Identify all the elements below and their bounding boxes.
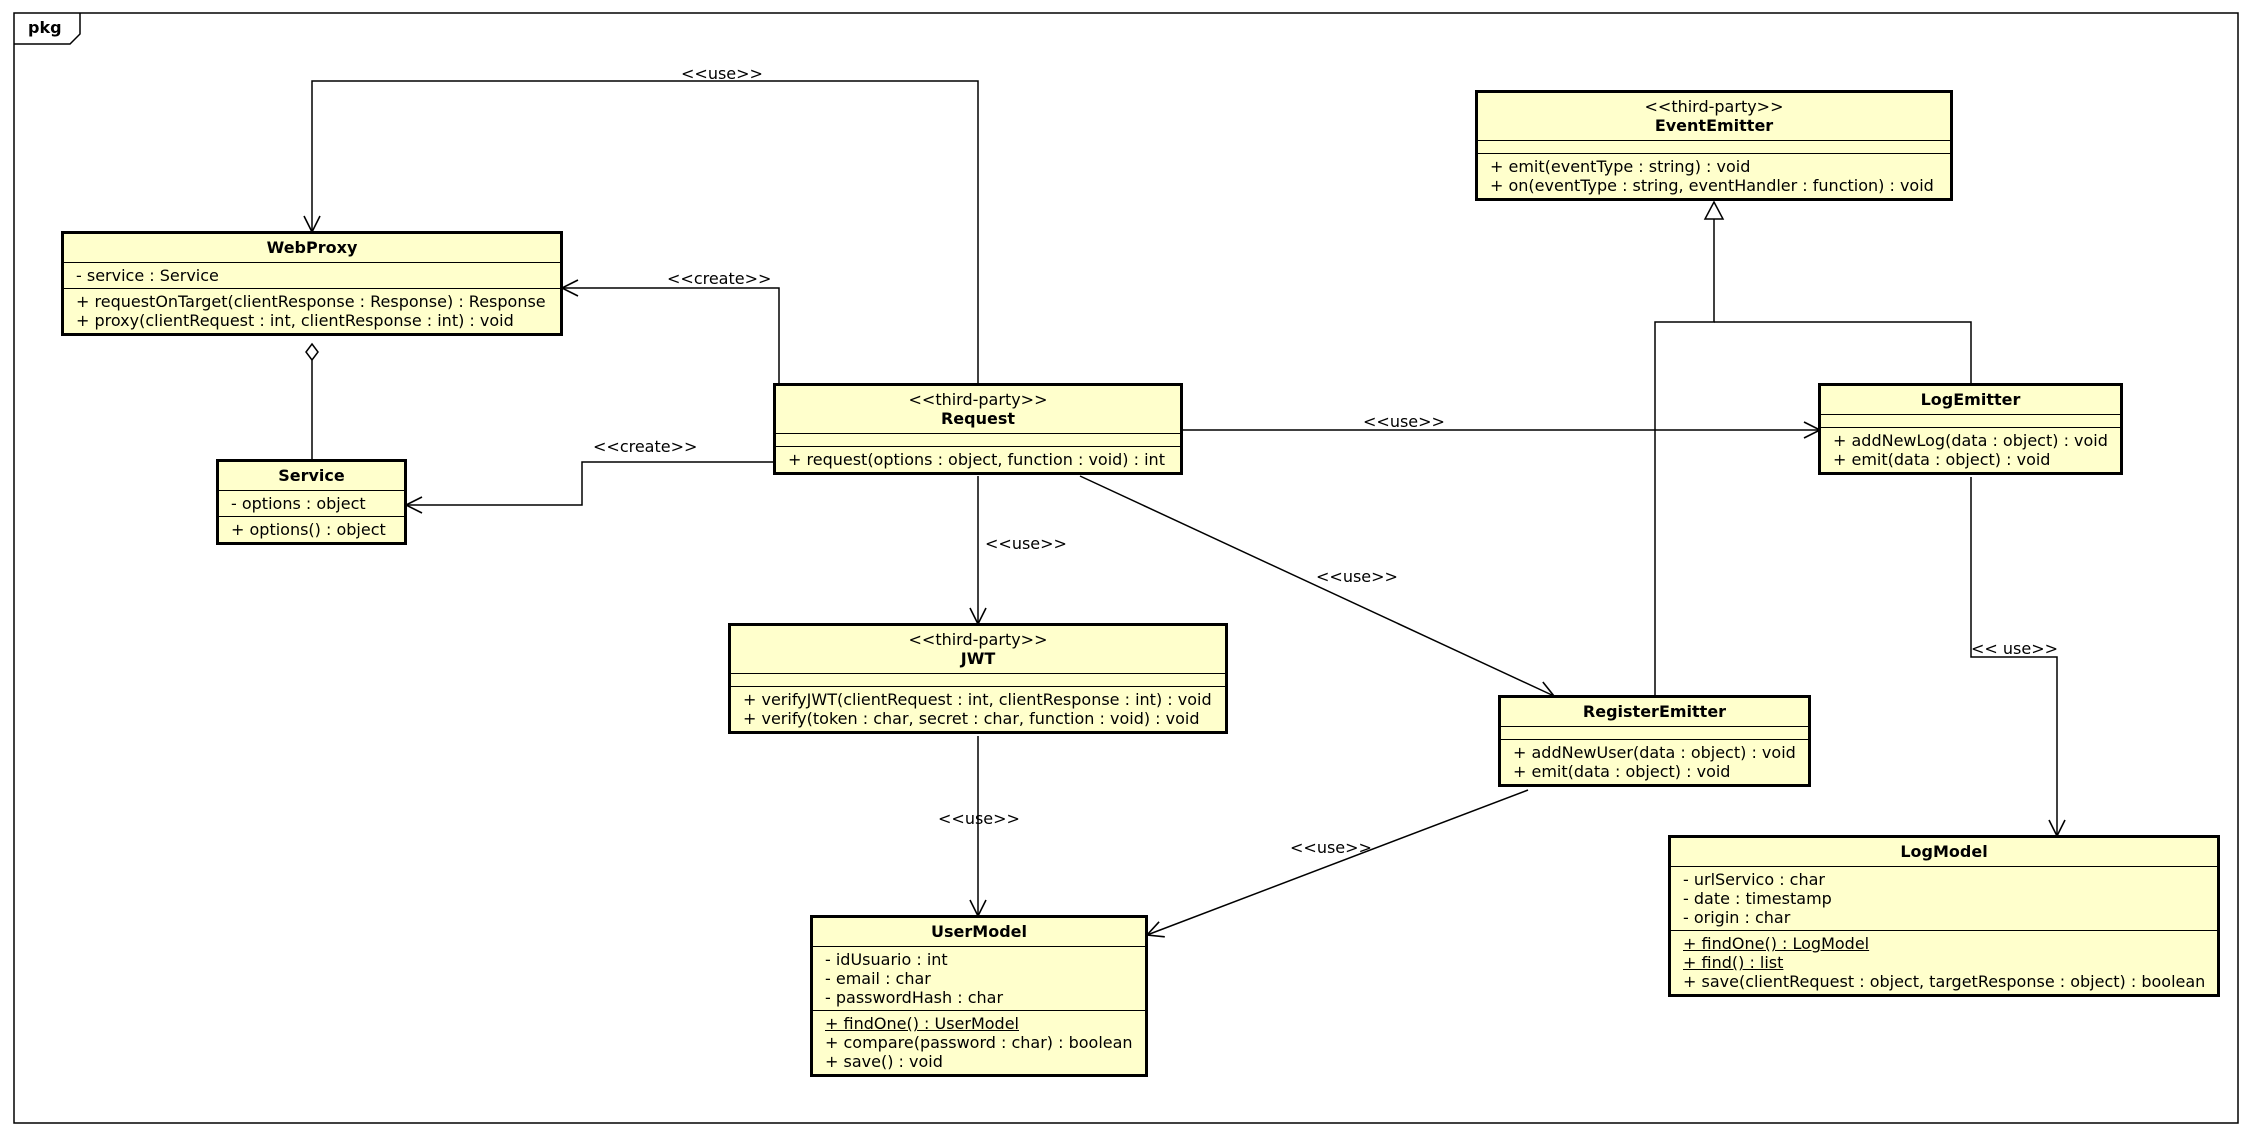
- class-name: JWT: [960, 649, 996, 668]
- class-attributes: [1501, 726, 1808, 739]
- class-operations: + emit(eventType : string) : void+ on(ev…: [1478, 153, 1950, 198]
- relation-label: << use>>: [1971, 639, 2058, 658]
- class-attribute: - urlServico : char: [1683, 870, 1825, 889]
- class-operation: + options() : object: [231, 520, 386, 539]
- relation-label: <<create>>: [667, 269, 771, 288]
- class-header: <<third-party>>EventEmitter: [1478, 93, 1950, 140]
- relation-logemitter-logmodel-use: [1970, 477, 2066, 838]
- package-label: pkg: [28, 18, 62, 37]
- class-attributes: - service : Service: [64, 262, 560, 288]
- package-frame: [13, 12, 2239, 1124]
- class-operation: + on(eventType : string, eventHandler : …: [1490, 176, 1934, 195]
- class-operation: + emit(data : object) : void: [1833, 450, 2051, 469]
- class-stereotype: <<third-party>>: [908, 390, 1048, 409]
- class-registeremitter: RegisterEmitter + addNewUser(data : objec…: [1498, 695, 1811, 787]
- class-operations: + options() : object: [219, 516, 404, 542]
- aggregation-diamond-icon: [305, 342, 319, 362]
- class-header: WebProxy: [64, 234, 560, 262]
- class-header: Service: [219, 462, 404, 490]
- class-stereotype: <<third-party>>: [1644, 97, 1784, 116]
- relation-request-registeremitter-use: [1079, 475, 1556, 698]
- class-operation: + emit(eventType : string) : void: [1490, 157, 1751, 176]
- class-attributes: [1821, 414, 2120, 427]
- class-operations: + verifyJWT(clientRequest : int, clientR…: [731, 686, 1225, 731]
- class-operation: + addNewUser(data : object) : void: [1513, 743, 1796, 762]
- class-stereotype: <<third-party>>: [908, 630, 1048, 649]
- class-name: WebProxy: [266, 238, 358, 257]
- class-request: <<third-party>>Request + request(options …: [773, 383, 1183, 475]
- class-operation: + request(options : object, function : v…: [788, 450, 1165, 469]
- class-attributes: [731, 673, 1225, 686]
- class-operation: + emit(data : object) : void: [1513, 762, 1731, 781]
- class-operation: + save(clientRequest : object, targetRes…: [1683, 972, 2206, 991]
- class-name: Service: [278, 466, 345, 485]
- relation-label: <<use>>: [985, 534, 1067, 553]
- relation-request-webproxy-create: [560, 279, 780, 384]
- class-webproxy: WebProxy - service : Service + requestOnTa…: [61, 231, 563, 336]
- class-operation: + addNewLog(data : object) : void: [1833, 431, 2108, 450]
- class-operations: + request(options : object, function : v…: [776, 446, 1180, 472]
- class-logmodel: LogModel - urlServico : char- date : time…: [1668, 835, 2220, 997]
- class-operation: + findOne() : UserModel: [825, 1014, 1019, 1033]
- package-tab: [14, 13, 81, 45]
- class-operation: + requestOnTarget(clientResponse : Respo…: [76, 292, 546, 311]
- relation-request-service-create: [404, 461, 774, 514]
- class-logemitter: LogEmitter + addNewLog(data : object) : v…: [1818, 383, 2123, 475]
- class-header: <<third-party>>Request: [776, 386, 1180, 433]
- class-service: Service - options : object + options() : o…: [216, 459, 407, 545]
- class-operations: + addNewUser(data : object) : void+ emit…: [1501, 739, 1808, 784]
- class-attributes: [1478, 140, 1950, 153]
- class-operation: + findOne() : LogModel: [1683, 934, 1870, 953]
- class-attribute: - service : Service: [76, 266, 219, 285]
- class-attributes: - urlServico : char- date : timestamp- o…: [1671, 866, 2217, 930]
- relation-label: <<use>>: [938, 809, 1020, 828]
- class-name: RegisterEmitter: [1582, 702, 1727, 721]
- relation-label: <<use>>: [1316, 567, 1398, 586]
- class-jwt: <<third-party>>JWT + verifyJWT(clientRequ…: [728, 623, 1228, 734]
- class-operation: + verifyJWT(clientRequest : int, clientR…: [743, 690, 1212, 709]
- class-header: LogModel: [1671, 838, 2217, 866]
- class-attribute: - options : object: [231, 494, 366, 513]
- class-attribute: - origin : char: [1683, 908, 1791, 927]
- class-name: LogModel: [1900, 842, 1988, 861]
- class-operation: + compare(password : char) : boolean: [825, 1033, 1133, 1052]
- relation-label: <<use>>: [681, 64, 763, 83]
- relation-label: <<create>>: [593, 437, 697, 456]
- class-usermodel: UserModel - idUsuario : int- email : char…: [810, 915, 1148, 1077]
- class-operation: + verify(token : char, secret : char, fu…: [743, 709, 1200, 728]
- class-name: LogEmitter: [1920, 390, 2021, 409]
- class-operations: + findOne() : UserModel+ compare(passwor…: [813, 1010, 1145, 1074]
- class-header: UserModel: [813, 918, 1145, 946]
- class-operations: + requestOnTarget(clientResponse : Respo…: [64, 288, 560, 333]
- class-attributes: - options : object: [219, 490, 404, 516]
- relation-registeremitter-generalization: [1654, 219, 1715, 696]
- class-name: UserModel: [931, 922, 1027, 941]
- class-attribute: - idUsuario : int: [825, 950, 948, 969]
- class-attributes: [776, 433, 1180, 446]
- class-attribute: - email : char: [825, 969, 931, 988]
- class-header: RegisterEmitter: [1501, 698, 1808, 726]
- class-operations: + addNewLog(data : object) : void+ emit(…: [1821, 427, 2120, 472]
- class-operation: + find() : list: [1683, 953, 1784, 972]
- class-attributes: - idUsuario : int- email : char- passwor…: [813, 946, 1145, 1010]
- class-name: Request: [940, 409, 1016, 428]
- relation-logemitter-generalization: [1714, 321, 1972, 384]
- relation-registeremitter-usermodel-use: [1145, 789, 1529, 938]
- class-attribute: - date : timestamp: [1683, 889, 1832, 908]
- class-name: EventEmitter: [1654, 116, 1774, 135]
- relation-label: <<use>>: [1363, 412, 1445, 431]
- class-header: LogEmitter: [1821, 386, 2120, 414]
- class-operations: + findOne() : LogModel+ find() : list+ s…: [1671, 930, 2217, 994]
- class-operation: + proxy(clientRequest : int, clientRespo…: [76, 311, 514, 330]
- class-attribute: - passwordHash : char: [825, 988, 1004, 1007]
- relation-request-webproxy-use: [303, 80, 979, 384]
- class-operation: + save() : void: [825, 1052, 943, 1071]
- relation-label: <<use>>: [1290, 838, 1372, 857]
- generalization-triangle-icon: [1703, 200, 1725, 220]
- class-eventemitter: <<third-party>>EventEmitter + emit(eventT…: [1475, 90, 1953, 201]
- class-header: <<third-party>>JWT: [731, 626, 1225, 673]
